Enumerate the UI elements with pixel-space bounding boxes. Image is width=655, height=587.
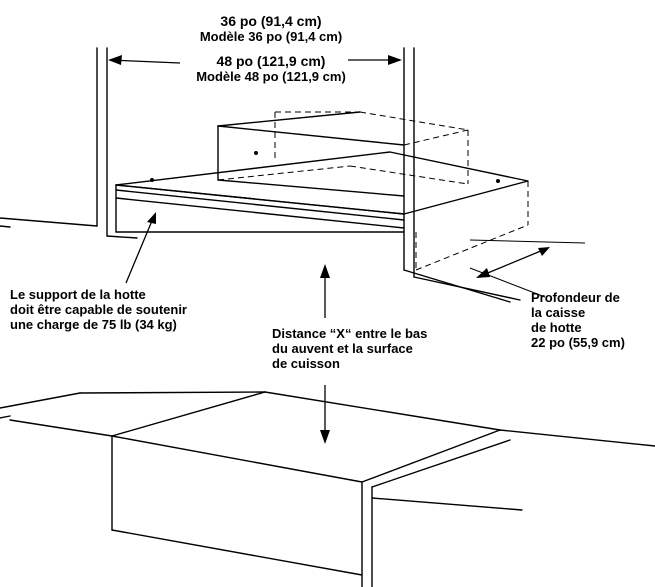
range-cooktop xyxy=(0,391,655,587)
width-dimension-arrows xyxy=(108,55,402,65)
hood-box xyxy=(217,111,529,271)
distance-text-2: du auvent et la surface xyxy=(272,341,413,356)
depth-text-3: de hotte xyxy=(531,320,582,335)
width-48-text: 48 po (121,9 cm) xyxy=(216,53,326,69)
support-text-3: une charge de 75 lb (34 kg) xyxy=(10,317,177,332)
depth-text-4: 22 po (55,9 cm) xyxy=(531,335,625,350)
depth-text-2: la caisse xyxy=(531,305,586,320)
distance-x-label: Distance “X“ entre le bas du auvent et l… xyxy=(272,326,427,371)
distance-text-3: de cuisson xyxy=(272,356,340,371)
width-48-model-text: Modèle 48 po (121,9 cm) xyxy=(196,69,346,84)
depth-label: Profondeur de la caisse de hotte 22 po (… xyxy=(531,290,625,350)
hood-shelf xyxy=(115,151,529,233)
distance-x-arrow xyxy=(320,264,330,444)
depth-dimension xyxy=(469,239,586,298)
support-text-1: Le support de la hotte xyxy=(10,287,146,302)
width-36-model-text: Modèle 36 po (91,4 cm) xyxy=(199,29,343,44)
support-text-2: doit être capable de soutenir xyxy=(10,302,187,317)
mounting-hole-icon xyxy=(150,178,154,182)
depth-text-1: Profondeur de xyxy=(531,290,620,305)
distance-text-1: Distance “X“ entre le bas xyxy=(272,326,428,341)
width-36-label: 36 po (91,4 cm) Modèle 36 po (91,4 cm) xyxy=(176,13,366,45)
width-36-text: 36 po (91,4 cm) xyxy=(220,13,322,29)
left-cabinet-wall xyxy=(0,47,138,239)
mounting-hole-icon xyxy=(254,151,258,155)
right-cabinet-wall xyxy=(403,47,521,303)
support-label: Le support de la hotte doit être capable… xyxy=(10,287,187,332)
support-leader-arrow xyxy=(125,212,156,284)
mounting-hole-icon xyxy=(496,179,500,183)
width-48-label: 48 po (121,9 cm) Modèle 48 po (121,9 cm) xyxy=(176,53,366,85)
